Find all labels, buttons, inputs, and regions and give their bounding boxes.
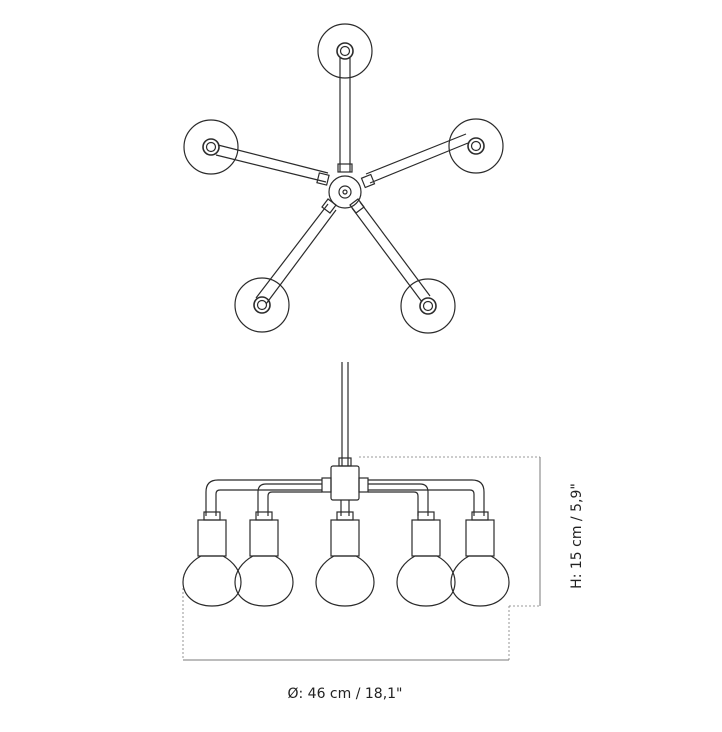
top-view-bulb-top xyxy=(317,23,373,79)
side-view-bulb-1 xyxy=(182,511,242,607)
dimension-guides xyxy=(182,456,540,660)
top-view-arm-joints xyxy=(316,163,376,214)
top-view-bulb-right xyxy=(448,118,504,174)
height-label: H: 15 cm / 5,9" xyxy=(569,483,585,589)
side-view-hub xyxy=(330,465,360,501)
side-view-arm-outer-right xyxy=(368,479,485,516)
side-view-hub-connector-right xyxy=(358,477,369,493)
side-view-hub-connector-left xyxy=(321,477,332,493)
top-view-bulb-bottom-right xyxy=(400,278,456,334)
dimension-lines xyxy=(183,457,541,661)
top-view-hub xyxy=(328,175,362,209)
side-view-bulb-4 xyxy=(396,511,456,607)
top-view-bulb-left xyxy=(183,119,239,175)
side-view-center-rod xyxy=(340,500,350,516)
top-view-arms xyxy=(215,58,469,305)
top-view-bulb-bottom-left xyxy=(234,277,290,333)
suspension-cord xyxy=(338,362,352,467)
diameter-label: Ø: 46 cm / 18,1" xyxy=(287,686,402,702)
side-view-arm-inner-left xyxy=(257,483,322,516)
side-view-bulb-5 xyxy=(450,511,510,607)
side-view-arm-outer-left xyxy=(205,479,322,516)
side-view-bulb-2 xyxy=(234,511,294,607)
side-view-bulb-3 xyxy=(315,511,375,607)
side-view xyxy=(182,362,510,607)
side-view-arm-inner-right xyxy=(368,483,429,516)
top-view xyxy=(183,23,504,334)
